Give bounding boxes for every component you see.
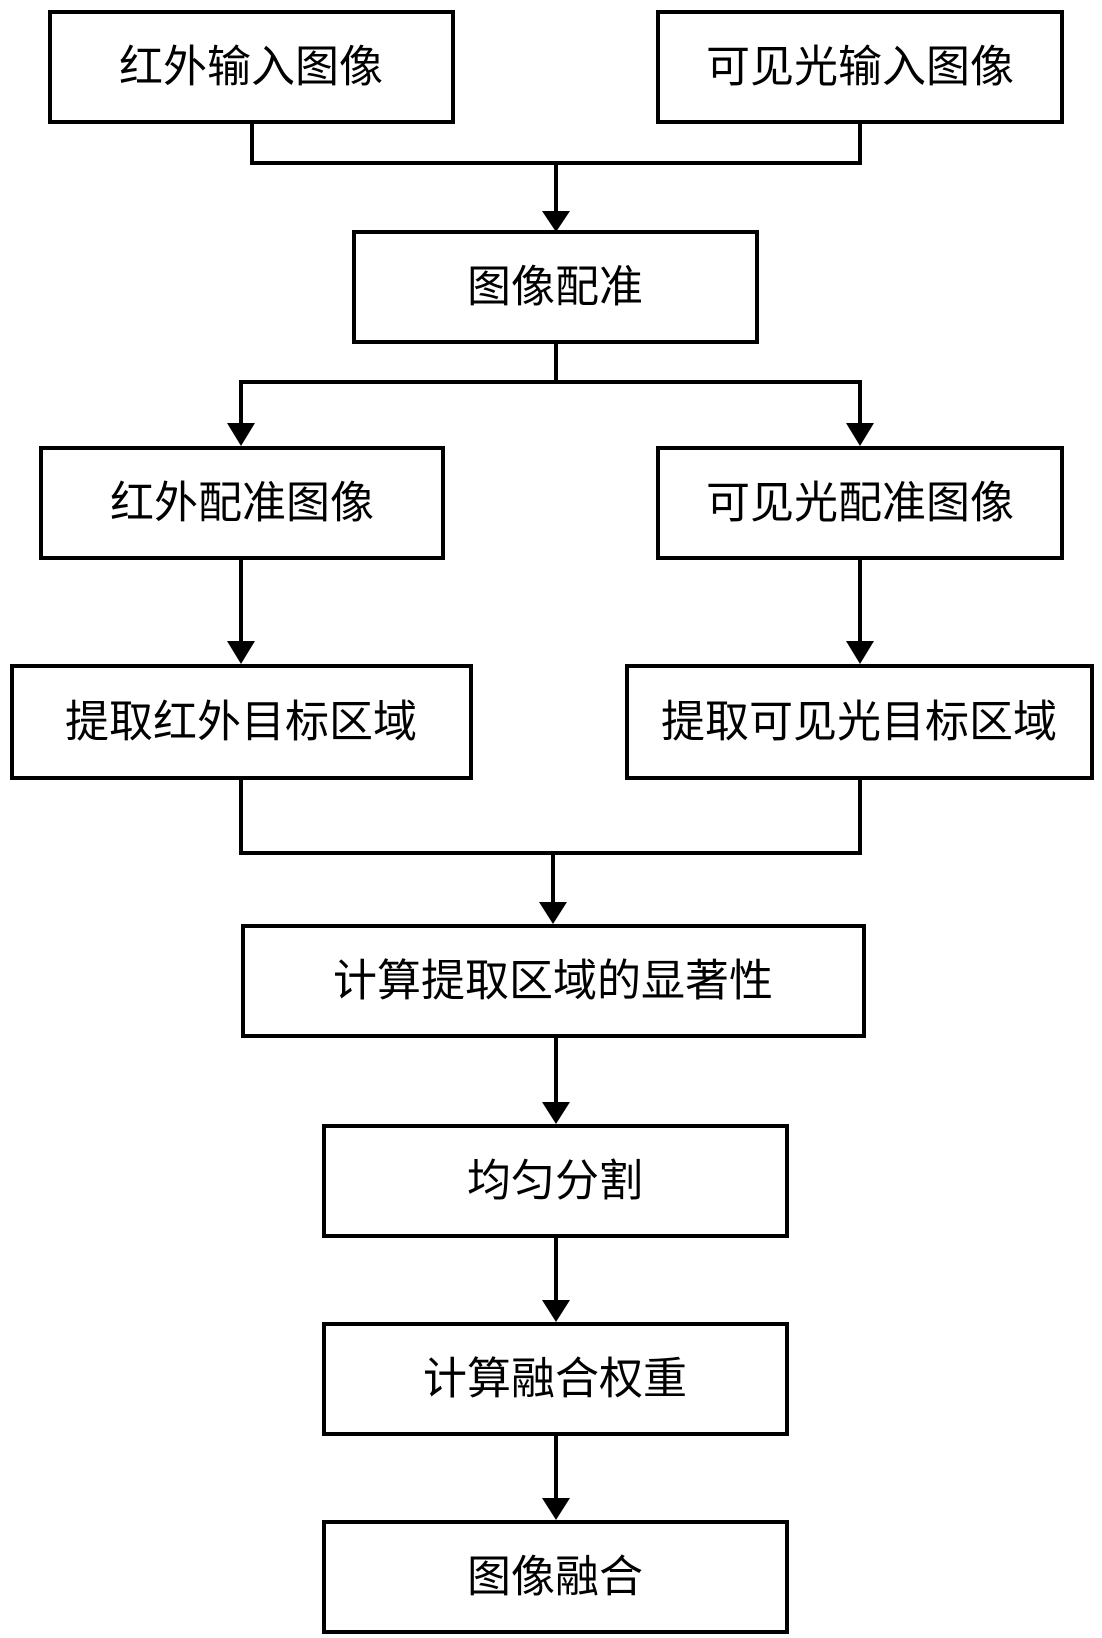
node-split: 均匀分割 xyxy=(324,1126,787,1236)
edge-extract-merge xyxy=(241,778,860,853)
node-fusion: 图像融合 xyxy=(324,1522,787,1632)
node-ir-input: 红外输入图像 xyxy=(50,12,453,122)
node-fusion-label: 图像融合 xyxy=(467,1552,643,1603)
node-ir-registered: 红外配准图像 xyxy=(41,448,443,558)
node-registration-label: 图像配准 xyxy=(467,262,643,313)
arrow-to-vis-registered xyxy=(846,423,874,446)
node-vis-registered: 可见光配准图像 xyxy=(658,448,1062,558)
node-registration: 图像配准 xyxy=(354,232,757,342)
arrow-to-weights xyxy=(542,1300,570,1322)
node-saliency-label: 计算提取区域的显著性 xyxy=(333,956,773,1007)
node-vis-extract-label: 提取可见光目标区域 xyxy=(661,697,1057,748)
node-vis-input: 可见光输入图像 xyxy=(658,12,1062,122)
node-ir-extract-label: 提取红外目标区域 xyxy=(65,697,417,748)
node-ir-extract: 提取红外目标区域 xyxy=(12,666,471,778)
node-weights: 计算融合权重 xyxy=(324,1324,787,1434)
arrow-to-ir-extract xyxy=(227,641,255,664)
node-saliency: 计算提取区域的显著性 xyxy=(243,926,864,1036)
arrow-to-split xyxy=(542,1102,570,1124)
arrow-to-ir-registered xyxy=(227,423,255,446)
node-vis-registered-label: 可见光配准图像 xyxy=(706,478,1014,529)
node-split-label: 均匀分割 xyxy=(467,1156,643,1207)
node-weights-label: 计算融合权重 xyxy=(423,1354,687,1405)
arrow-to-vis-extract xyxy=(846,641,874,664)
arrow-to-fusion xyxy=(542,1498,570,1520)
edge-ir-input-merge xyxy=(252,122,860,163)
node-ir-input-label: 红外输入图像 xyxy=(119,42,383,93)
node-vis-extract: 提取可见光目标区域 xyxy=(627,666,1092,778)
arrow-to-registration xyxy=(542,211,570,232)
edge-registration-split xyxy=(241,342,860,426)
arrow-to-saliency xyxy=(539,902,567,924)
node-ir-registered-label: 红外配准图像 xyxy=(110,478,374,529)
node-vis-input-label: 可见光输入图像 xyxy=(706,42,1014,93)
